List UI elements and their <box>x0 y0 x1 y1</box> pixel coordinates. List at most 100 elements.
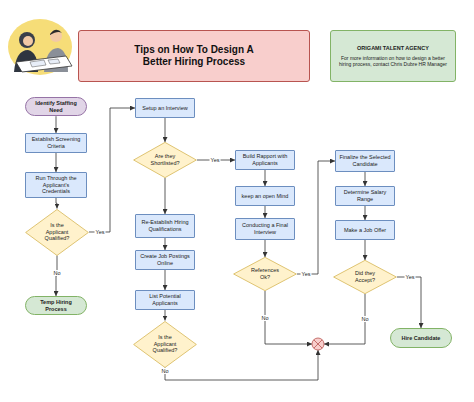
decision-diamond: Did they Accept? <box>333 260 397 294</box>
flow-connector <box>265 170 266 186</box>
node-text: Did they Accept? <box>347 270 383 283</box>
merge-lines <box>165 291 365 380</box>
node-text-group: Hire Candidate <box>394 335 448 342</box>
process-box: Conducting a Final Interview <box>235 218 295 240</box>
flow-connector <box>165 270 166 290</box>
decision-diamond: Is the Applicant Qualified? <box>25 209 89 256</box>
title-box: Tips on How To Design A Better Hiring Pr… <box>78 30 310 82</box>
flow-connector <box>165 238 166 250</box>
flow-connector <box>56 116 57 133</box>
process-box: Finalize the Selected Candidate <box>335 150 395 172</box>
illustration-backdrop <box>8 19 72 75</box>
node-text: Hire Candidate <box>394 335 448 342</box>
process-box: Make a Job Offer <box>335 220 395 240</box>
node-text-group: Finalize the Selected Candidate <box>339 154 391 167</box>
diamond-shape <box>334 260 397 293</box>
branch-label: No <box>260 314 269 320</box>
decision-diamond: References Ok? <box>233 257 297 291</box>
node-text-group: Did they Accept? <box>347 270 383 283</box>
node-text-group: References Ok? <box>247 267 283 280</box>
process-box: List Potential Applicants <box>135 290 195 310</box>
edges <box>56 108 421 328</box>
node-text-group: Build Rapport with Applicants <box>239 153 291 166</box>
edge-label: Yes <box>405 274 416 280</box>
node-text-group: ORIGAMI TALENT AGENCY For more informatio… <box>336 45 450 67</box>
node-text-group: Is the Applicant Qualified? <box>39 222 75 242</box>
node-text: Run Through the Applicant's Credentials <box>29 175 83 195</box>
diamond-shape <box>234 257 297 290</box>
process-box: Build Rapport with Applicants <box>235 150 295 170</box>
node-text: Conducting a Final Interview <box>239 222 291 235</box>
node-text-group: Conducting a Final Interview <box>239 222 291 235</box>
node-text-group: Create Job Postings Online <box>139 253 191 266</box>
flow-connector <box>165 178 166 214</box>
flow-connector <box>365 206 366 220</box>
branch-label: No <box>360 316 369 322</box>
process-box: Setup an Interview <box>135 98 195 118</box>
node-text: Build Rapport with Applicants <box>239 153 291 166</box>
info-heading: ORIGAMI TALENT AGENCY <box>336 45 450 52</box>
node-text: Re-Establish Hiring Qualifications <box>139 219 191 232</box>
flow-connector <box>56 153 57 172</box>
flow-connector <box>365 240 366 260</box>
node-text-group: Setup an Interview <box>139 105 191 112</box>
node-text: Are they Shortlisted? <box>147 153 183 166</box>
process-box: keep an open Mind <box>235 186 295 206</box>
process-box: Run Through the Applicant's Credentials <box>25 172 87 198</box>
process-box: Re-Establish Hiring Qualifications <box>135 214 195 238</box>
flow-connector <box>265 240 266 257</box>
node-text-group: Are they Shortlisted? <box>147 153 183 166</box>
node-text-group: keep an open Mind <box>239 193 291 200</box>
terminal-box: Temp Hiring Process <box>25 296 87 315</box>
node-text-group: Establish Screening Criteria <box>29 136 83 149</box>
node-text-group: Is the Applicant Qualified? <box>147 334 183 354</box>
process-box: Establish Screening Criteria <box>25 133 87 153</box>
node-text: Setup an Interview <box>139 105 191 112</box>
merge-line <box>324 294 365 344</box>
node-text-group: Identify Staffing Need <box>29 100 83 113</box>
edge-label: Yes <box>301 271 312 277</box>
node-text: Is the Applicant Qualified? <box>39 222 75 242</box>
node-text: Establish Screening Criteria <box>29 136 83 149</box>
node-text: List Potential Applicants <box>139 293 191 306</box>
flow-connector <box>265 206 266 218</box>
node-text: Create Job Postings Online <box>139 253 191 266</box>
flow-connector <box>297 161 335 274</box>
node-text-group: List Potential Applicants <box>139 293 191 306</box>
node-text-group: Temp Hiring Process <box>29 299 83 312</box>
table-with-papers <box>16 56 72 72</box>
node-text: Identify Staffing Need <box>29 100 83 113</box>
node-text-group: Run Through the Applicant's Credentials <box>29 175 83 195</box>
info-box: ORIGAMI TALENT AGENCY For more informatio… <box>330 30 456 82</box>
node-text: Is the Applicant Qualified? <box>147 334 183 354</box>
node-text-group: Determine Salary Range <box>339 189 391 202</box>
merge-junction <box>312 338 324 350</box>
node-text-group: Make a Job Offer <box>339 227 391 234</box>
branch-label: No <box>160 368 169 374</box>
flow-connector <box>165 118 166 142</box>
merge-line <box>265 291 312 344</box>
flow-connector <box>89 108 135 232</box>
flow-connector <box>397 277 421 328</box>
decision-diamond: Are they Shortlisted? <box>133 142 197 178</box>
info-body: For more information on how to design a … <box>336 55 450 67</box>
diamond-shape <box>26 209 89 255</box>
terminal-box: Identify Staffing Need <box>25 97 87 116</box>
terminal-box: Hire Candidate <box>390 328 452 348</box>
node-text-group: Re-Establish Hiring Qualifications <box>139 219 191 232</box>
process-box: Create Job Postings Online <box>135 250 195 270</box>
node-text: Temp Hiring Process <box>29 299 83 312</box>
edge-label: Yes <box>210 157 221 163</box>
node-text: Finalize the Selected Candidate <box>339 154 391 167</box>
process-box: Determine Salary Range <box>335 186 395 206</box>
node-text: Make a Job Offer <box>339 227 391 234</box>
diamond-shape <box>134 321 197 367</box>
edge-label: Yes <box>95 229 106 235</box>
decision-diamond: Is the Applicant Qualified? <box>133 321 197 368</box>
node-text: References Ok? <box>247 267 283 280</box>
diamond-shape <box>134 142 197 177</box>
title-text: Tips on How To Design A Better Hiring Pr… <box>130 44 258 69</box>
flow-connector <box>365 172 366 186</box>
